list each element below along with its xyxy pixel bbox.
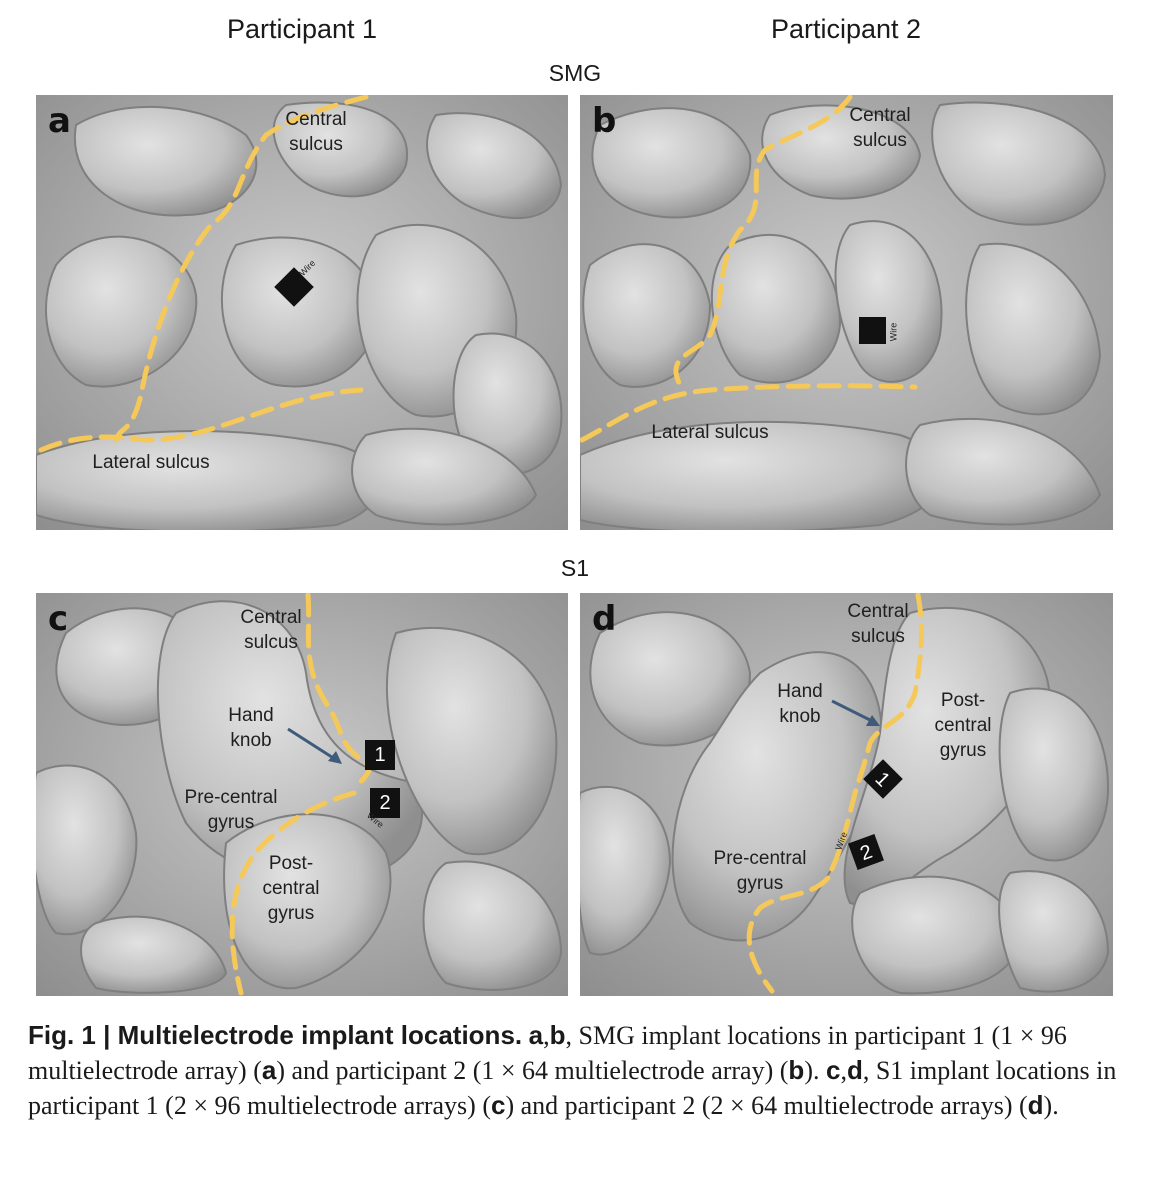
panel-label-b: b — [592, 101, 617, 141]
electrode-array-marker-b — [859, 317, 886, 344]
central-sulcus-label-d: Central sulcus — [847, 601, 909, 647]
caption-sep-ab: , — [543, 1021, 550, 1050]
panel-b-brain-image: b Central sulcus Lateral sulcus Wire — [580, 95, 1113, 530]
pre-central-gyrus-label-c: Pre-central gyrus — [184, 787, 278, 833]
electrode-array-2-marker-c: 2 — [370, 788, 400, 818]
wire-label-b: Wire — [888, 322, 899, 342]
row-heading-s1: S1 — [560, 555, 590, 581]
panel-d-brain-image: d Central sulcus Hand knob Pre-central g… — [580, 593, 1113, 996]
brain-surface-c — [36, 593, 568, 996]
panel-label-d: d — [592, 599, 617, 639]
panel-label-c: c — [48, 599, 69, 639]
electrode-array-1-marker-c: 1 — [365, 740, 395, 770]
panel-c-brain-image: c Central sulcus Hand knob Pre-central g… — [36, 593, 568, 996]
caption-paren-c: c — [491, 1090, 506, 1120]
caption-figure-number: Fig. 1 | — [28, 1020, 118, 1050]
caption-paren-d: d — [1027, 1090, 1044, 1120]
caption-sep-cd: , — [840, 1056, 847, 1085]
caption-ref-d: d — [846, 1055, 863, 1085]
panel-a-brain-image: a Central sulcus Lateral sulcus Wire — [36, 95, 568, 530]
column-heading-participant-2: Participant 2 — [770, 14, 922, 44]
caption-ref-c: c — [825, 1055, 841, 1085]
post-central-gyrus-label-c: Post- central gyrus — [262, 853, 320, 924]
hand-knob-label-d: Hand knob — [777, 681, 823, 727]
lateral-sulcus-label-b: Lateral sulcus — [651, 422, 769, 443]
caption-paren-a: a — [261, 1055, 277, 1085]
lateral-sulcus-label-a: Lateral sulcus — [92, 452, 210, 473]
caption-text-4: , S1 implant locations in participant 1 … — [28, 1056, 1117, 1120]
brain-surface-a — [36, 95, 568, 530]
brain-surface-d — [580, 593, 1113, 996]
caption-text-5: ) and participant 2 (2 × 64 multielectro… — [505, 1091, 1028, 1120]
caption-text-6: ). — [1043, 1091, 1059, 1120]
central-sulcus-label-b: Central sulcus — [849, 105, 911, 151]
hand-knob-label-c: Hand knob — [228, 705, 274, 751]
panel-label-a: a — [48, 101, 71, 141]
post-central-gyrus-label-d: Post- central gyrus — [934, 690, 992, 761]
central-sulcus-label-a: Central sulcus — [285, 109, 347, 155]
caption-text-3: ). — [804, 1056, 826, 1085]
figure-caption: Fig. 1 | Multielectrode implant location… — [28, 1018, 1128, 1123]
caption-paren-b: b — [788, 1055, 805, 1085]
column-heading-participant-1: Participant 1 — [226, 14, 378, 44]
caption-title: Multielectrode implant locations. — [117, 1020, 523, 1050]
caption-ref-a: a — [528, 1020, 544, 1050]
caption-text-1: , SMG implant locations in participant 1… — [28, 1021, 1067, 1085]
brain-surface-b — [580, 95, 1113, 530]
pre-central-gyrus-label-d: Pre-central gyrus — [713, 848, 807, 894]
row-heading-smg: SMG — [548, 60, 602, 86]
central-sulcus-label-c: Central sulcus — [240, 607, 302, 653]
caption-text-2: ) and participant 2 (1 × 64 multielectro… — [276, 1056, 789, 1085]
caption-ref-b: b — [549, 1020, 566, 1050]
